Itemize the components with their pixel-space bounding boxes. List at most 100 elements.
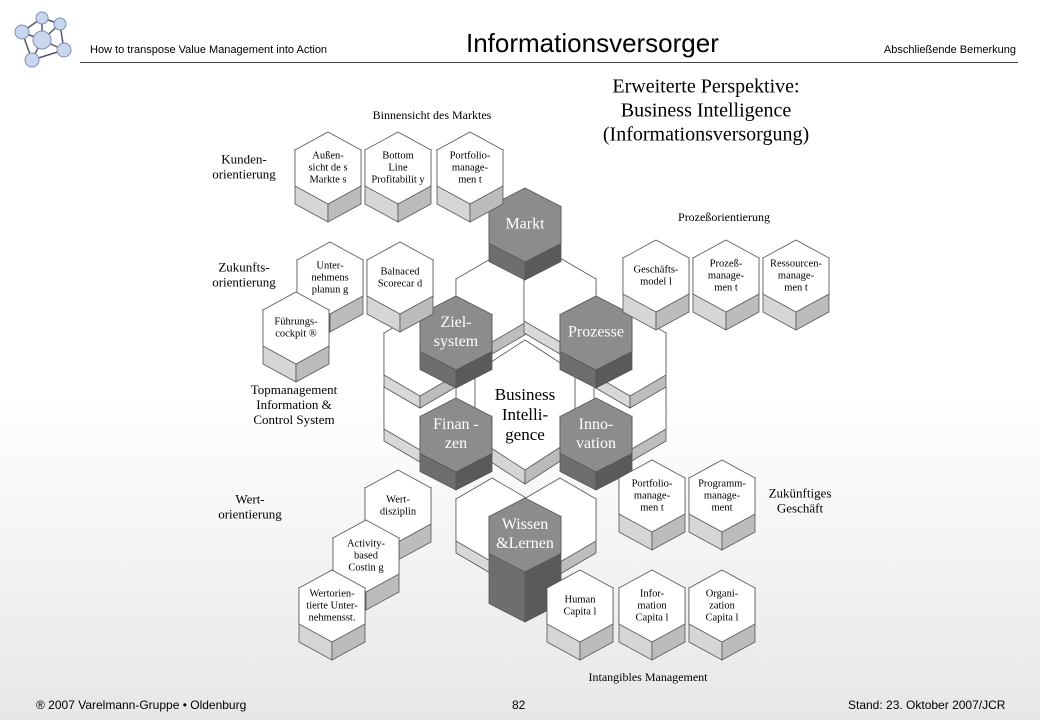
satellite-hex: Programm-manage-ment xyxy=(688,459,756,551)
hex-wissen-lernen-label-line: Wissen xyxy=(502,516,548,533)
group-label: Intangibles Management xyxy=(589,670,709,684)
satellite-hex-label-line: Bottom xyxy=(382,150,414,161)
satellite-hex-label-line: Außen- xyxy=(312,150,344,161)
satellite-hex-label-line: Balnaced xyxy=(380,266,420,277)
group-label-line: Zukunfts- xyxy=(218,259,269,274)
satellite-hex-label-line: Human xyxy=(565,594,597,605)
group-label: Zukunfts-orientierung xyxy=(212,259,276,289)
satellite-hex-label-line: Wert- xyxy=(386,494,410,505)
satellite-hex-label-line: mation xyxy=(637,600,667,611)
footer-copyright: ® 2007 Varelmann-Gruppe • Oldenburg xyxy=(36,698,247,712)
satellite-hex-label-line: Profitabilit y xyxy=(371,174,425,185)
satellite-hex-label-line: Scorecar d xyxy=(378,278,423,289)
group-label-line: Control System xyxy=(253,412,334,427)
satellite-hex-label-line: based xyxy=(354,550,379,561)
satellite-hex-label-line: men t xyxy=(714,282,738,293)
satellite-hex-label-line: sicht de s xyxy=(308,162,347,173)
satellite-hex-label-line: Portfolio- xyxy=(450,150,491,161)
satellite-hex: Prozeß-manage-men t xyxy=(692,239,760,331)
footer-page-number: 82 xyxy=(512,698,526,712)
hex-zielsystem-label-line: Ziel- xyxy=(440,314,471,331)
group-label-line: Topmanagement xyxy=(251,382,338,397)
group-label-line: Intangibles Management xyxy=(589,670,709,684)
group-label-set: Binnensicht des MarktesKunden-orientieru… xyxy=(212,108,831,684)
hex-finanzen: Finan - zen xyxy=(419,397,493,491)
center-hex-label-line: gence xyxy=(505,425,545,444)
satellite-hex-label-line: nehmens xyxy=(311,272,348,283)
group-label-line: Kunden- xyxy=(221,151,267,166)
hex-finanzen-label-line: zen xyxy=(445,435,467,452)
hex-zielsystem-label-line: system xyxy=(434,333,479,350)
satellite-hex-label-line: Portfolio- xyxy=(632,478,673,489)
satellite-hex-label-line: ment xyxy=(712,502,733,513)
satellite-hex-label-line: men t xyxy=(458,174,482,185)
satellite-hex-label-line: manage- xyxy=(778,270,815,281)
satellite-hex-label-line: disziplin xyxy=(380,506,417,517)
page-title: Informationsversorger xyxy=(466,28,719,58)
satellite-hex-label-line: Activity- xyxy=(347,538,385,549)
satellite-hex-label-line: Organi- xyxy=(706,588,739,599)
group-label: Kunden-orientierung xyxy=(212,151,276,181)
group-label: Prozeßorientierung xyxy=(678,210,770,224)
diagram-heading-line: (Informationsversorgung) xyxy=(603,124,809,146)
satellite-hex: Portfolio-manage-men t xyxy=(436,131,504,223)
group-label-line: Prozeßorientierung xyxy=(678,210,770,224)
satellite-hex-label-line: manage- xyxy=(634,490,671,501)
group-label-line: Wert- xyxy=(235,491,264,506)
center-hex-label-line: Business xyxy=(495,385,555,404)
satellite-hex-label-line: men t xyxy=(640,502,664,513)
satellite-hex: Portfolio-manage-men t xyxy=(618,459,686,551)
satellite-hex-label-line: Führungs- xyxy=(274,316,318,327)
group-label-line: Information & xyxy=(256,397,331,412)
group-label: Wert-orientierung xyxy=(218,491,282,521)
satellite-hex-label-line: Unter- xyxy=(316,260,344,271)
hex-prozesse-label-line: Prozesse xyxy=(568,324,624,341)
hex-prozesse: Prozesse xyxy=(559,295,633,389)
satellite-hex-label-line: nehmensst. xyxy=(309,612,356,623)
header-divider xyxy=(80,62,1018,63)
center-hex-label-line: Intelli- xyxy=(502,405,549,424)
group-label-line: Zukünftiges xyxy=(769,485,832,500)
satellite-hex-label-line: Infor- xyxy=(640,588,665,599)
hex-innovation: Inno-vation xyxy=(559,397,633,491)
hex-finanzen-label-line: Finan - xyxy=(433,416,479,433)
satellite-hex-label-line: men t xyxy=(784,282,808,293)
diagram-heading-line: Erweiterte Perspektive: xyxy=(612,76,799,98)
group-label-line: orientierung xyxy=(212,166,276,181)
satellite-hex-label-line: Capita l xyxy=(706,612,739,623)
satellite-hex: Geschäfts-model l xyxy=(622,239,690,331)
hex-wissen-lernen-label-line: &Lernen xyxy=(496,535,554,552)
hex-markt: Markt xyxy=(488,187,562,281)
company-logo-icon xyxy=(14,11,72,68)
satellite-hex-label-line: zation xyxy=(709,600,735,611)
footer-date: Stand: 23. Oktober 2007/JCR xyxy=(848,698,1006,712)
diagram-heading: Erweiterte Perspektive:Business Intellig… xyxy=(603,76,809,146)
satellite-hex-label-line: planun g xyxy=(312,284,349,295)
satellite-hex: Wertorien-tierte Unter-nehmensst. xyxy=(298,569,366,661)
satellite-hex-label-line: Wertorien- xyxy=(309,588,355,599)
group-label-line: orientierung xyxy=(212,274,276,289)
hex-innovation-label-line: vation xyxy=(576,435,616,452)
satellite-hex-label-line: manage- xyxy=(708,270,745,281)
hex-zielsystem: Ziel-system xyxy=(419,295,493,389)
hex-markt-label-line: Markt xyxy=(505,216,545,233)
satellite-hex-label-line: Line xyxy=(388,162,408,173)
satellite-hex: Führungs-cockpit ® xyxy=(262,291,330,383)
satellite-hex-label-line: model l xyxy=(640,276,672,287)
satellite-hex-label-line: Programm- xyxy=(698,478,746,489)
diagram-heading-line: Business Intelligence xyxy=(621,100,792,122)
satellite-hex-label-line: manage- xyxy=(704,490,741,501)
satellite-hex-label-line: cockpit ® xyxy=(275,328,317,339)
group-label-line: orientierung xyxy=(218,506,282,521)
group-label: Binnensicht des Marktes xyxy=(373,108,492,122)
satellite-hex-label-line: Markte s xyxy=(309,174,346,185)
